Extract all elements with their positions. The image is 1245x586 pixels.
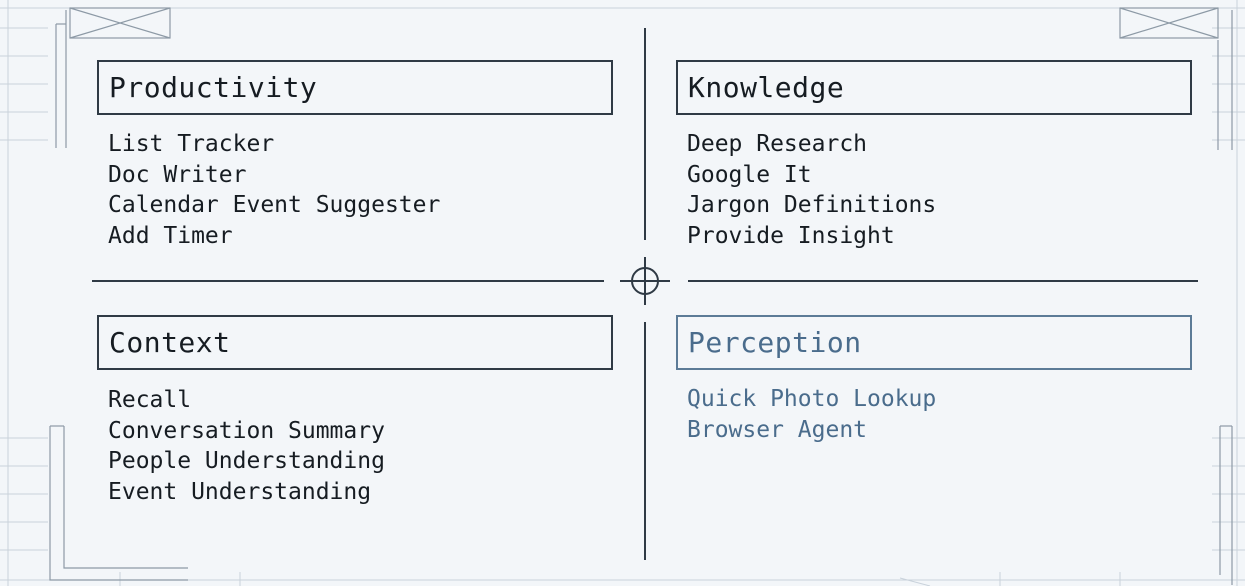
crossed-box-icon <box>69 7 171 39</box>
feature-item: Browser Agent <box>687 416 868 443</box>
quadrant-productivity: Productivity List Tracker Doc Writer Cal… <box>97 60 613 252</box>
category-title-productivity: Productivity <box>97 60 613 115</box>
feature-item: Recall <box>108 387 192 413</box>
feature-list-context: Recall Conversation Summary People Under… <box>108 385 613 508</box>
category-title-context: Context <box>97 315 613 370</box>
feature-item: Provide Insight <box>687 223 895 250</box>
quadrant-context: Context Recall Conversation Summary Peop… <box>97 315 613 508</box>
feature-item: Calendar Event Suggester <box>108 192 441 219</box>
feature-item: Event Understanding <box>108 479 372 506</box>
feature-item: Doc Writer <box>108 161 247 188</box>
feature-list-knowledge: Deep Research Google It Jargon Definitio… <box>687 129 1192 252</box>
feature-item: Jargon Definitions <box>687 192 937 219</box>
feature-item: Quick Photo Lookup <box>687 386 937 412</box>
feature-item: List Tracker <box>108 131 275 157</box>
quadrant-knowledge: Knowledge Deep Research Google It Jargon… <box>676 60 1192 252</box>
feature-list-perception: Quick Photo Lookup Browser Agent <box>687 384 1192 445</box>
category-title-knowledge: Knowledge <box>676 60 1192 115</box>
feature-item: Conversation Summary <box>108 417 385 444</box>
crossed-box-icon <box>1119 7 1219 39</box>
feature-item: People Understanding <box>108 448 385 475</box>
feature-item: Deep Research <box>687 131 868 157</box>
feature-list-productivity: List Tracker Doc Writer Calendar Event S… <box>108 129 613 252</box>
crosshair-icon <box>620 257 670 305</box>
feature-item: Add Timer <box>108 223 233 250</box>
quadrant-perception: Perception Quick Photo Lookup Browser Ag… <box>676 315 1192 445</box>
feature-item: Google It <box>687 161 812 188</box>
category-title-perception: Perception <box>676 315 1192 370</box>
